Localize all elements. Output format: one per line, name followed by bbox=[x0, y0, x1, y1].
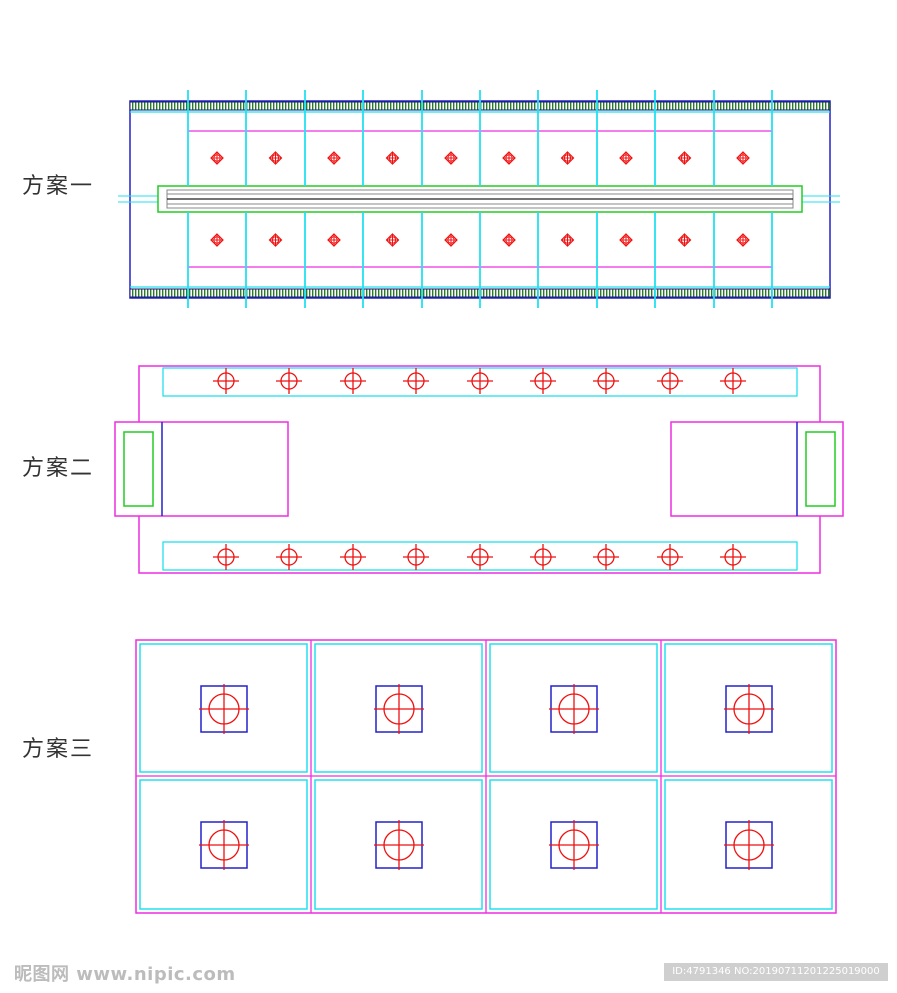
scheme-1-marker bbox=[327, 151, 341, 165]
scheme-1-marker bbox=[385, 233, 400, 247]
scheme-3-cell bbox=[664, 779, 833, 910]
scheme-2-marker bbox=[340, 544, 366, 570]
scheme-2-marker bbox=[593, 368, 619, 394]
scheme-3-cell bbox=[664, 643, 833, 773]
scheme-3-cell-crosshair bbox=[199, 684, 249, 734]
scheme-1-marker bbox=[385, 151, 400, 165]
scheme-3-cell bbox=[489, 643, 658, 773]
scheme-2-left-door bbox=[123, 431, 154, 507]
scheme-2-marker bbox=[276, 368, 302, 394]
scheme-3-cell bbox=[489, 779, 658, 910]
scheme-2-marker bbox=[593, 544, 619, 570]
scheme-1-markers bbox=[210, 151, 750, 247]
scheme-2-marker bbox=[530, 544, 556, 570]
scheme-1-marker bbox=[560, 151, 575, 165]
scheme-2-marker bbox=[213, 368, 239, 394]
scheme-2-markers bbox=[213, 368, 746, 570]
scheme-1-marker bbox=[268, 233, 283, 247]
scheme-1-marker bbox=[327, 233, 341, 247]
scheme-2-marker bbox=[467, 368, 493, 394]
scheme-2-marker bbox=[213, 544, 239, 570]
scheme-1-label: 方案一 bbox=[22, 174, 95, 199]
watermark-site: 昵图网 www.nipic.com bbox=[14, 964, 236, 985]
scheme-2-right-unit bbox=[670, 421, 844, 517]
scheme-2-marker bbox=[657, 544, 683, 570]
scheme-3-plan bbox=[135, 639, 837, 914]
scheme-2-marker bbox=[276, 544, 302, 570]
scheme-1-plan bbox=[118, 90, 840, 308]
scheme-1-column-lines bbox=[187, 90, 773, 308]
scheme-3-cells bbox=[139, 643, 833, 910]
scheme-3-cell-crosshair bbox=[374, 820, 424, 870]
scheme-2-marker bbox=[657, 368, 683, 394]
scheme-1-marker bbox=[444, 151, 458, 165]
scheme-2-marker bbox=[720, 544, 746, 570]
scheme-1-marker bbox=[502, 233, 516, 247]
scheme-2-plan bbox=[114, 365, 844, 574]
scheme-2-marker bbox=[720, 368, 746, 394]
scheme-1-marker bbox=[677, 233, 692, 247]
scheme-1-marker bbox=[502, 151, 516, 165]
scheme-1-marker bbox=[736, 233, 750, 247]
scheme-1-marker bbox=[560, 233, 575, 247]
scheme-2-marker bbox=[403, 544, 429, 570]
scheme-3-cell-inner bbox=[489, 643, 658, 773]
scheme-1-marker bbox=[619, 151, 633, 165]
scheme-2-label: 方案二 bbox=[22, 456, 95, 481]
scheme-3-cell bbox=[139, 643, 308, 773]
scheme-3-label: 方案三 bbox=[22, 737, 95, 762]
scheme-3-cell-inner bbox=[489, 779, 658, 910]
scheme-2-marker bbox=[403, 368, 429, 394]
scheme-3-cell-crosshair bbox=[549, 684, 599, 734]
scheme-1-marker bbox=[736, 151, 750, 165]
scheme-1-marker bbox=[210, 151, 224, 165]
scheme-1-marker bbox=[677, 151, 692, 165]
scheme-2-right-door bbox=[805, 431, 836, 507]
scheme-3-cell-inner bbox=[664, 643, 833, 773]
scheme-3-cell-crosshair bbox=[199, 820, 249, 870]
scheme-3-cell-inner bbox=[314, 779, 483, 910]
scheme-3-cell bbox=[314, 779, 483, 910]
scheme-3-cell-crosshair bbox=[374, 684, 424, 734]
scheme-1-marker bbox=[210, 233, 224, 247]
scheme-1-marker bbox=[444, 233, 458, 247]
scheme-3-cell-crosshair bbox=[724, 820, 774, 870]
scheme-3-cell-inner bbox=[139, 643, 308, 773]
scheme-1-marker bbox=[619, 233, 633, 247]
scheme-2-left-unit bbox=[114, 421, 289, 517]
scheme-1-marker bbox=[268, 151, 283, 165]
scheme-3-cell-inner bbox=[664, 779, 833, 910]
scheme-3-cell-inner bbox=[139, 779, 308, 910]
scheme-2-marker bbox=[340, 368, 366, 394]
scheme-3-cell bbox=[314, 643, 483, 773]
scheme-3-cell-crosshair bbox=[724, 684, 774, 734]
scheme-3-cell-crosshair bbox=[549, 820, 599, 870]
scheme-3-cell-inner bbox=[314, 643, 483, 773]
scheme-2-marker bbox=[467, 544, 493, 570]
scheme-3-cell bbox=[139, 779, 308, 910]
watermark-id: ID:4791346 NO:20190711201225019000 bbox=[664, 963, 888, 981]
scheme-2-marker bbox=[530, 368, 556, 394]
